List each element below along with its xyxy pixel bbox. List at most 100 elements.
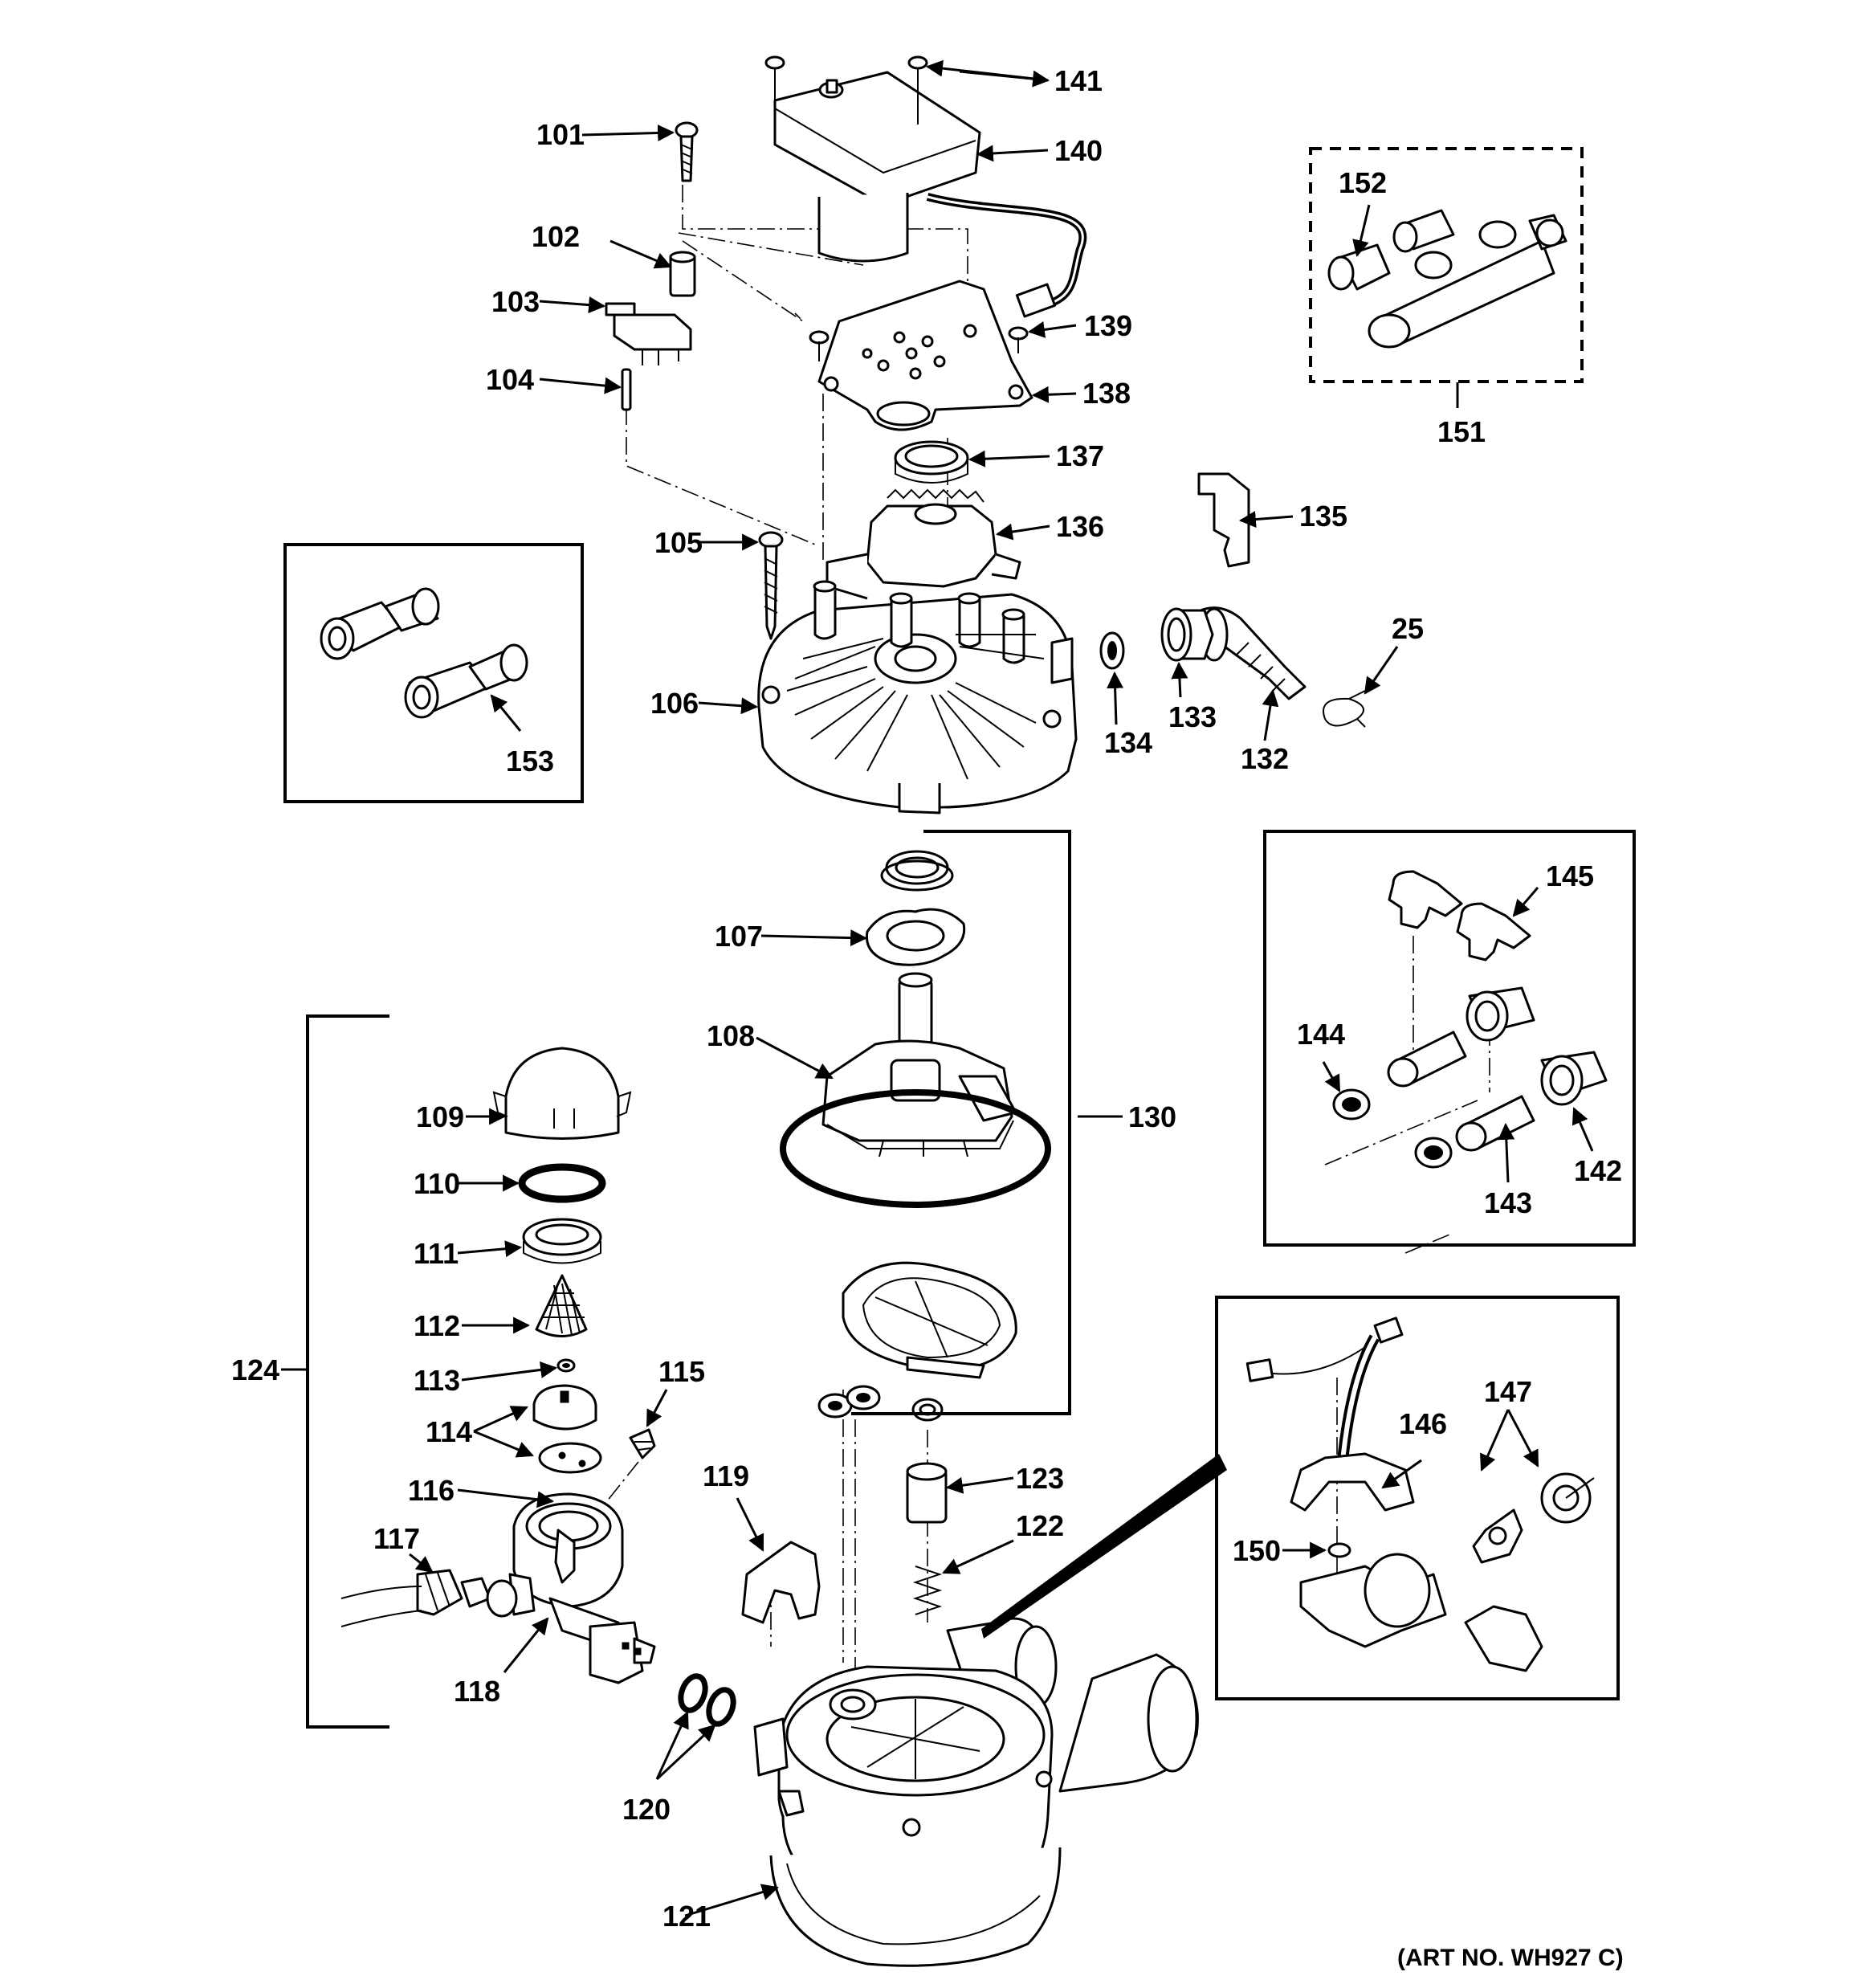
- callout-136: 136: [1056, 510, 1104, 543]
- callout-116: 116: [408, 1474, 455, 1507]
- fittings-153: [320, 587, 528, 719]
- flow-washer-113: [556, 1358, 576, 1373]
- cap-109: [492, 1047, 632, 1140]
- valve-body-121: [753, 1617, 1199, 1967]
- screw-101: [675, 121, 699, 182]
- callout-108: 108: [707, 1019, 755, 1052]
- inset-box-151: [1309, 147, 1584, 383]
- callout-110: 110: [414, 1167, 460, 1200]
- bearing-137: [894, 440, 969, 484]
- bracket-130: [851, 830, 1071, 1415]
- o-ring-top: [880, 850, 954, 892]
- callout-146: 146: [1399, 1407, 1447, 1440]
- inset-box-142-145: [1263, 830, 1636, 1247]
- inset-box-146-150: [1215, 1296, 1620, 1700]
- rotor-108: [821, 972, 1017, 1157]
- screen-112: [535, 1274, 588, 1337]
- callout-101: 101: [536, 118, 585, 151]
- callout-137: 137: [1056, 439, 1104, 472]
- nut-117: [340, 1569, 491, 1627]
- callout-145: 145: [1546, 859, 1594, 892]
- small-seals-130: [817, 1385, 944, 1422]
- clamp-25: [1323, 690, 1366, 728]
- callout-147: 147: [1484, 1375, 1532, 1408]
- callout-120: 120: [622, 1793, 671, 1826]
- ring-111: [522, 1218, 602, 1264]
- callout-150: 150: [1233, 1534, 1281, 1567]
- bracket-124: [306, 1014, 389, 1729]
- callout-111: 111: [414, 1237, 459, 1270]
- clip-119: [741, 1541, 821, 1624]
- callout-132: 132: [1241, 742, 1289, 775]
- callout-134: 134: [1104, 726, 1152, 759]
- callout-138: 138: [1082, 377, 1131, 410]
- callout-102: 102: [532, 220, 580, 253]
- callout-142: 142: [1574, 1154, 1622, 1187]
- callout-121: 121: [662, 1900, 711, 1933]
- plate-107: [865, 908, 966, 966]
- gear-plate-138: [817, 280, 1033, 431]
- callout-25: 25: [1392, 612, 1424, 645]
- screw-105: [758, 531, 784, 640]
- spring-122: [912, 1565, 943, 1615]
- callout-123: 123: [1016, 1462, 1064, 1495]
- callout-130: 130: [1128, 1100, 1176, 1133]
- callout-153: 153: [506, 745, 554, 778]
- callout-107: 107: [715, 920, 763, 953]
- clip-135: [1197, 472, 1250, 568]
- callout-135: 135: [1299, 500, 1347, 533]
- turbine-sensor-146: [1245, 1316, 1543, 1672]
- discs-114: [532, 1384, 602, 1474]
- drive-motor: [773, 71, 1087, 318]
- fittings-142-144: [1332, 986, 1608, 1169]
- valve-cover-106: [757, 580, 1078, 814]
- turbine-147: [1472, 1472, 1595, 1564]
- o-rings-120: [678, 1673, 736, 1727]
- micro-switch-103: [605, 302, 692, 365]
- art-number: (ART NO. WH927 C): [1397, 1945, 1624, 1971]
- spacer-102: [669, 251, 696, 297]
- leader-lines: [281, 59, 1594, 1917]
- elbow-132: [1199, 606, 1307, 700]
- callout-122: 122: [1016, 1509, 1064, 1542]
- gasket-disc: [842, 1261, 1017, 1379]
- callout-114: 114: [426, 1415, 472, 1448]
- callout-143: 143: [1484, 1186, 1532, 1219]
- callout-113: 113: [414, 1364, 460, 1397]
- bypass-valve-152: [1327, 209, 1567, 349]
- callout-133: 133: [1168, 700, 1217, 733]
- callout-152: 152: [1339, 166, 1387, 199]
- pin-104: [621, 368, 632, 411]
- inset-box-153: [283, 543, 584, 803]
- callout-115: 115: [658, 1355, 705, 1388]
- callout-140: 140: [1054, 134, 1103, 167]
- callout-124: 124: [231, 1353, 279, 1386]
- callout-139: 139: [1084, 309, 1132, 342]
- callout-106: 106: [650, 687, 699, 720]
- adapter-133: [1160, 607, 1214, 662]
- callout-117: 117: [373, 1522, 420, 1555]
- seal-134: [1099, 631, 1125, 670]
- callout-118: 118: [454, 1675, 500, 1708]
- o-ring-large: [780, 1089, 1051, 1208]
- callout-labels: 141 140 101 102 103 104 139 138 137 136 …: [231, 64, 1624, 1971]
- callout-141: 141: [1054, 64, 1103, 97]
- injector-body-118: [486, 1492, 656, 1684]
- motor-screws: [764, 55, 928, 125]
- screw-139: [809, 326, 1029, 361]
- callout-151: 151: [1437, 415, 1486, 448]
- callout-104: 104: [486, 363, 534, 396]
- callout-103: 103: [491, 285, 540, 318]
- callout-119: 119: [703, 1459, 749, 1492]
- callout-109: 109: [416, 1100, 464, 1133]
- cone-115: [629, 1428, 656, 1459]
- o-ring-110: [518, 1163, 606, 1203]
- callout-144: 144: [1297, 1018, 1345, 1051]
- callout-112: 112: [414, 1309, 460, 1342]
- retainer-clips-145: [1388, 870, 1531, 961]
- gear-136: [826, 488, 1021, 600]
- callout-105: 105: [654, 526, 703, 559]
- spacer-123: [906, 1462, 948, 1524]
- inset-pointer-wedge: [981, 1454, 1227, 1639]
